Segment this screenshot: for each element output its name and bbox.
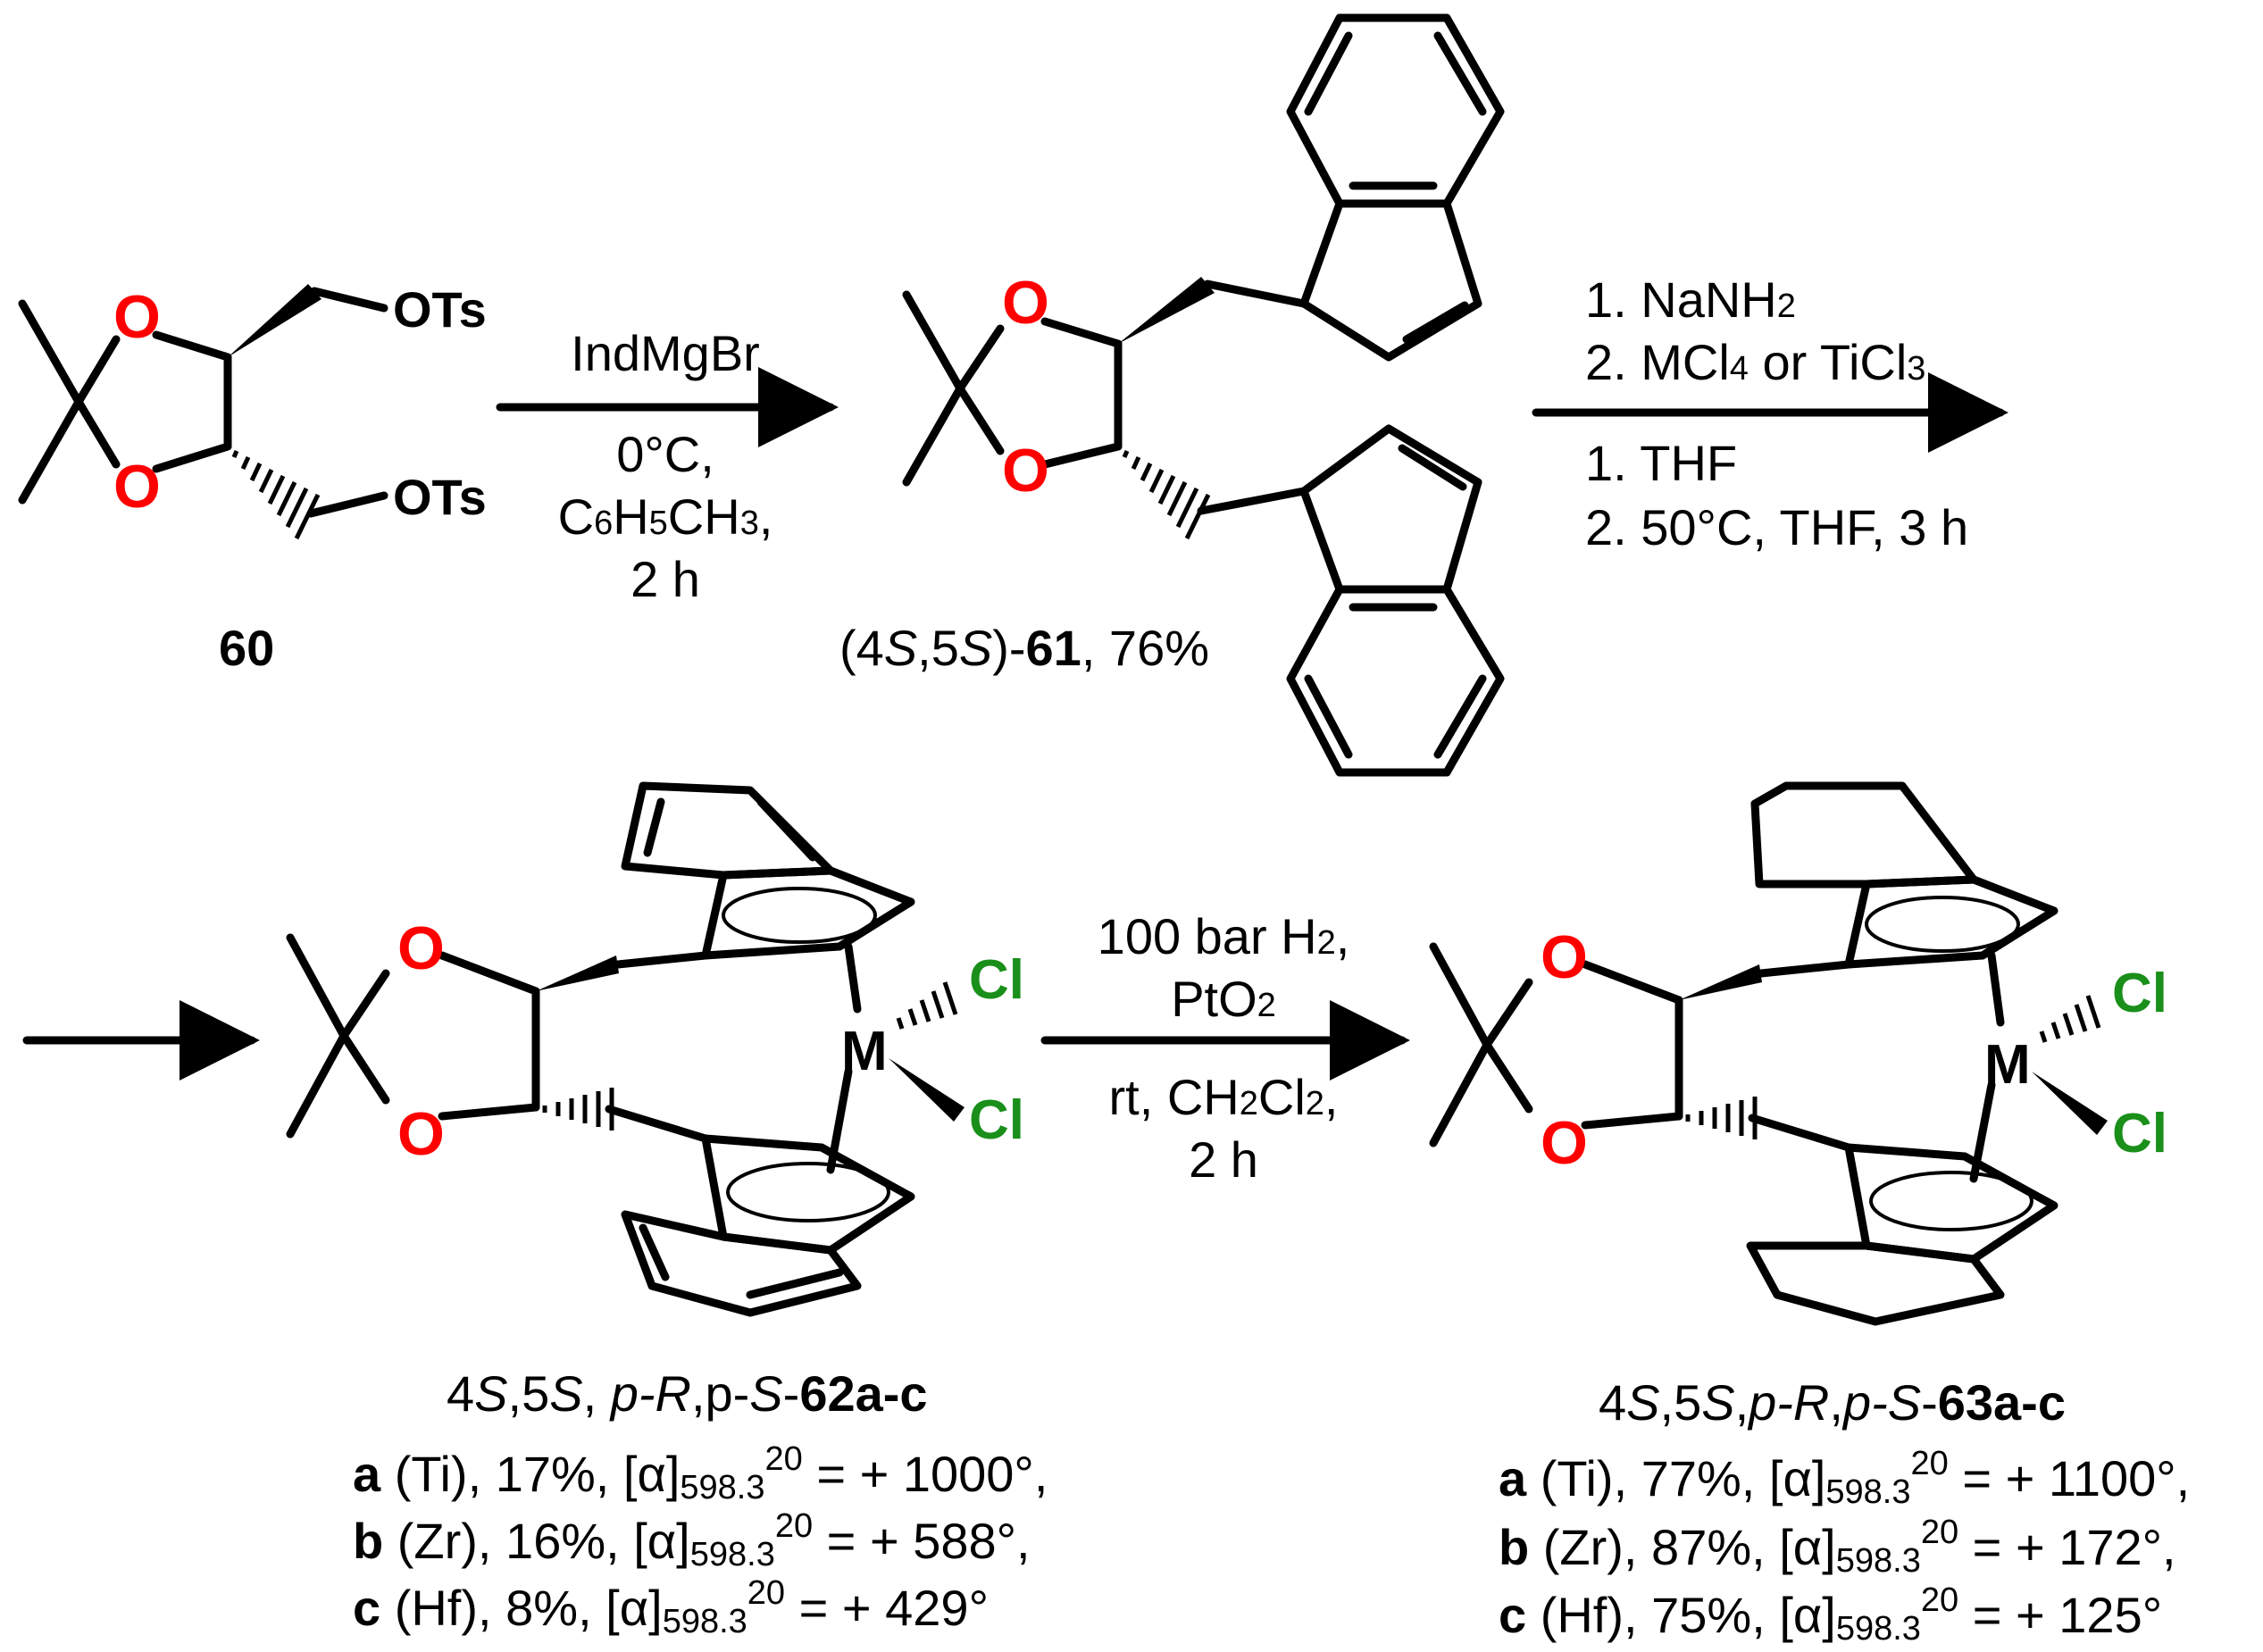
- indene-five-ring: [1299, 199, 1482, 362]
- wedge-bond: [1118, 277, 1215, 344]
- condition-line-1: 1. THF: [1585, 435, 1737, 491]
- condition-temperature: 0°C,: [616, 426, 714, 482]
- reagent-hydrogen: 100 bar H2,: [1098, 908, 1350, 964]
- reaction-arrow-2: 1. NaNH2 2. MCl4 or TiCl3 1. THF 2. 50°C…: [1532, 271, 2008, 555]
- reagent-indmgbr: IndMgBr: [571, 325, 760, 381]
- condition-time: 2 h: [1189, 1131, 1258, 1188]
- compound-label-63: 4S,5S,p-R,p-S-63a-c: [1599, 1374, 2066, 1431]
- reagent-catalyst: PtO2: [1171, 971, 1276, 1027]
- reagent-line-1: 1. NaNH2: [1585, 271, 1796, 328]
- wedge-bond: [536, 955, 619, 991]
- wedge-bond: [2032, 1072, 2108, 1135]
- hash-bond: [896, 981, 958, 1030]
- oxygen-atom: O: [113, 453, 161, 521]
- benzene-ring: [1286, 13, 1505, 208]
- compound-label-62: 4S,5S, p-R,p-S-62a-c: [447, 1365, 928, 1422]
- oxygen-atom: O: [1541, 1109, 1588, 1177]
- wedge-bond: [1679, 964, 1762, 1000]
- data-row-63c: c (Hf), 75%, [α]598.320 = + 125°: [1499, 1581, 2162, 1648]
- reaction-arrow-3: 100 bar H2, PtO2 rt, CH2Cl2, 2 h: [1040, 908, 1410, 1188]
- metal-cp-bond: [1969, 1080, 1996, 1183]
- metal-cp-bond: [1987, 951, 2005, 1027]
- chlorine-atom: Cl: [2112, 1103, 2167, 1164]
- cp-ring: [1844, 875, 2058, 969]
- cyclohexane-ring: [1750, 781, 1978, 889]
- condition-line-2: 2. 50°C, THF, 3 h: [1585, 499, 1968, 555]
- cp-ring: [701, 1134, 915, 1255]
- data-row-62c: c (Hf), 8%, [α]598.320 = + 429°: [353, 1574, 989, 1640]
- wedge-bond: [228, 284, 321, 357]
- indene-five-ring: [1299, 424, 1482, 594]
- data-row-62a: a (Ti), 17%, [α]598.320 = + 1000°,: [353, 1440, 1048, 1506]
- hash-bond: [542, 1088, 614, 1131]
- cp-ring: [1844, 1143, 2058, 1264]
- oxygen-atom: O: [1541, 923, 1588, 991]
- oxygen-atom: O: [397, 1100, 445, 1168]
- reagent-line-2: 2. MCl4 or TiCl3: [1585, 334, 1925, 390]
- hash-bond: [231, 450, 321, 540]
- cp-ring: [701, 866, 915, 960]
- hash-bond: [2039, 995, 2101, 1043]
- compound-60: O O OTs OTs 60: [18, 281, 487, 676]
- oxygen-atom: O: [397, 914, 445, 982]
- data-row-63b: b (Zr), 87%, [α]598.320 = + 172°,: [1499, 1514, 2176, 1580]
- condition-solvent: C6H5CH3,: [558, 488, 773, 545]
- benzene-ring: [1286, 585, 1505, 777]
- hash-bond: [1122, 450, 1211, 540]
- compound-63: M Cl Cl O O 4S,5S,p-R,p-S-63a-c a (Ti), …: [1429, 781, 2190, 1648]
- reaction-arrow-1: IndMgBr 0°C, C6H5CH3, 2 h: [496, 325, 839, 607]
- condition-time: 2 h: [630, 551, 700, 607]
- metal-cp-bond: [844, 942, 862, 1014]
- chlorine-atom: Cl: [969, 1089, 1024, 1151]
- chlorine-atom: Cl: [2112, 963, 2167, 1024]
- compound-61: O O (4S,5S)-61, 76%: [839, 13, 1505, 777]
- metal-cp-bond: [826, 1067, 853, 1174]
- data-row-63a: a (Ti), 77%, [α]598.320 = + 1100°,: [1499, 1445, 2190, 1511]
- oxygen-atom: O: [113, 283, 161, 351]
- chlorine-atom: Cl: [969, 949, 1024, 1011]
- cyclohexane-ring: [1746, 1241, 2005, 1326]
- hash-bond: [1685, 1097, 1758, 1139]
- compound-label-61: (4S,5S)-61, 76%: [839, 620, 1209, 676]
- wedge-bond: [889, 1058, 964, 1122]
- tosylate-group: OTs: [393, 281, 487, 338]
- oxygen-atom: O: [1002, 269, 1049, 337]
- metal-atom: M: [1984, 1034, 2031, 1096]
- compound-label-60: 60: [219, 620, 274, 676]
- benzo-ring: [621, 1210, 862, 1317]
- data-row-62b: b (Zr), 16%, [α]598.320 = + 588°,: [353, 1507, 1031, 1573]
- metal-atom: M: [841, 1021, 888, 1082]
- condition-solvent: rt, CH2Cl2,: [1109, 1069, 1339, 1125]
- oxygen-atom: O: [1002, 437, 1049, 505]
- compound-62: M Cl Cl O O 4S,5S, p-R,p-S-62a-c a (Ti),…: [286, 781, 1048, 1640]
- tosylate-group: OTs: [393, 469, 487, 525]
- benzo-ring: [621, 781, 835, 880]
